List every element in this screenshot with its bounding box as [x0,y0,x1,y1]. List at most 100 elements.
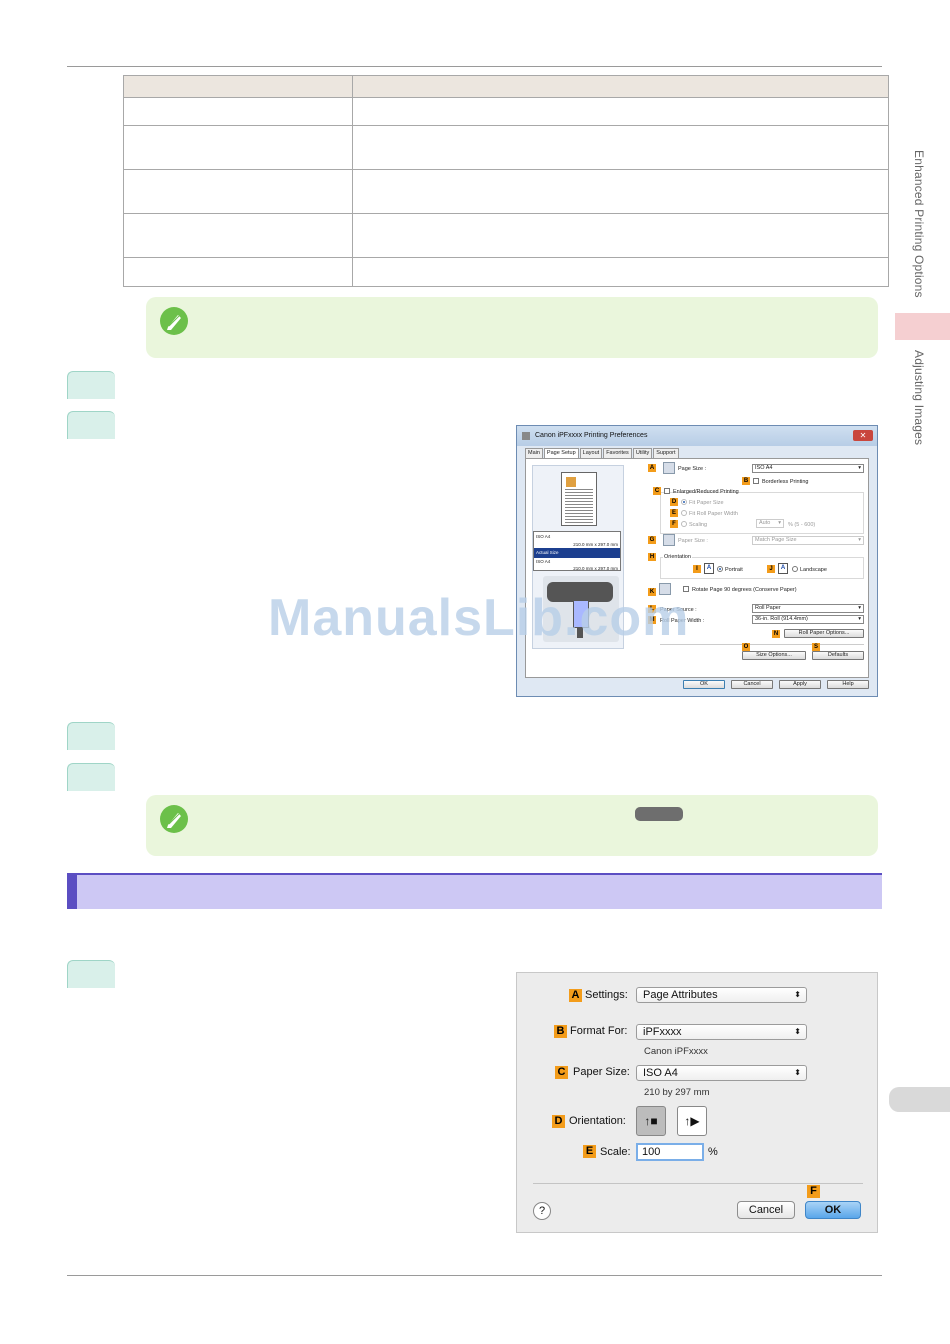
settings-popup[interactable]: Page Attributes ⬍ [636,987,807,1003]
ok-button[interactable]: OK [683,680,725,689]
printer-app-icon [522,432,530,440]
callout-s: S [812,643,820,651]
apply-button[interactable]: Apply [779,680,821,689]
fit-roll-width-radio[interactable] [681,510,687,516]
size-summary-actual: Actual Size [534,548,620,558]
section-header [67,873,882,909]
key-badge [635,807,683,821]
table-row [123,257,889,287]
updown-arrows-icon: ⬍ [794,1027,801,1036]
paper-size-label: Paper Size: [573,1066,630,1078]
preview-pane: ISO A4 210.0 mm x 297.0 mm Actual Size I… [532,465,624,649]
step-marker [67,411,115,439]
ok-button[interactable]: OK [805,1201,861,1219]
rotate-icon [659,583,671,595]
landscape-label: Landscape [800,567,827,573]
callout-a: A [569,989,582,1002]
side-page-tab [889,1087,950,1112]
fit-paper-size-radio[interactable] [681,499,687,505]
step-marker [67,763,115,791]
scale-label: Scale: [600,1146,631,1158]
landscape-icon: A [778,563,788,574]
dialog-title: Canon iPFxxxx Printing Preferences [535,432,648,439]
table-row [123,125,889,170]
table-row [123,169,889,214]
landscape-radio[interactable] [792,566,798,572]
paper-size-label: Paper Size : [678,538,708,544]
header-rule [67,66,882,67]
tab-main[interactable]: Main [525,448,543,458]
windows-printing-preferences-dialog: Canon iPFxxxx Printing Preferences ✕ Mai… [516,425,878,697]
paper-size-value: ISO A4 [643,1067,678,1079]
format-for-popup[interactable]: iPFxxxx ⬍ [636,1024,807,1040]
mac-page-setup-dialog: A Settings: Page Attributes ⬍ B Format F… [516,972,878,1233]
landscape-orientation-icon[interactable]: ↑▶ [677,1106,707,1136]
tab-utility[interactable]: Utility [632,448,653,458]
borderless-checkbox[interactable] [753,478,759,484]
paper-size-select[interactable]: Match Page Size [752,536,864,545]
table-row [123,213,889,258]
enlarged-checkbox[interactable] [664,488,670,494]
orientation-group [660,557,864,579]
enlarged-label: Enlarged/Reduced Printing [673,489,739,495]
tab-layout[interactable]: Layout [579,448,603,458]
paper-size-subtitle: 210 by 297 mm [644,1087,710,1098]
size-summary-dims: 210.0 mm x 297.0 mm [573,542,618,547]
page-preview [561,472,597,526]
callout-c: C [555,1066,568,1079]
scaling-spinner[interactable]: Auto [756,519,784,528]
note-box [146,297,878,358]
close-button[interactable]: ✕ [853,430,873,441]
callout-e: E [583,1145,596,1158]
callout-d: D [552,1115,565,1128]
portrait-icon: A [704,563,714,574]
side-tab-marker [895,313,950,340]
portrait-orientation-icon[interactable]: ↑■ [636,1106,666,1136]
rotate-checkbox[interactable] [683,586,689,592]
format-for-value: iPFxxxx [643,1026,682,1038]
size-summary-row: ISO A4 [536,559,551,564]
roll-paper-options-button[interactable]: Roll Paper Options... [784,629,864,638]
scale-input[interactable]: 100 [636,1143,704,1161]
callout-d: D [670,498,678,506]
callout-m: M [648,616,656,624]
callout-h: H [648,553,656,561]
defaults-button[interactable]: Defaults [812,651,864,660]
scaling-radio[interactable] [681,521,687,527]
callout-l: L [648,605,656,613]
size-options-button[interactable]: Size Options... [742,651,806,660]
paper-size-icon [663,534,675,546]
callout-b: B [742,477,750,485]
divider [533,1183,863,1184]
roll-width-select[interactable]: 36-in. Roll (914.4mm) [752,615,864,624]
format-for-subtitle: Canon iPFxxxx [644,1046,708,1057]
page-size-select[interactable]: ISO A4 [752,464,864,473]
enlarged-group [660,492,864,534]
cancel-button[interactable]: Cancel [737,1201,795,1219]
help-icon[interactable]: ? [533,1202,551,1220]
scale-unit: % [708,1146,718,1158]
step-marker [67,722,115,750]
side-label-adjusting: Adjusting Images [912,350,926,446]
settings-label: Settings: [585,989,628,1001]
updown-arrows-icon: ⬍ [794,990,801,999]
tab-page-setup[interactable]: Page Setup [543,448,579,458]
orientation-label: Orientation: [569,1115,626,1127]
updown-arrows-icon: ⬍ [794,1068,801,1077]
table-row [123,97,889,126]
note-box [146,795,878,856]
pencil-note-icon [160,307,188,335]
pencil-note-icon [160,805,188,833]
callout-n: N [772,630,780,638]
callout-c: C [653,487,661,495]
tab-favorites[interactable]: Favorites [603,448,632,458]
table-header-row [123,75,889,98]
tab-support[interactable]: Support [653,448,679,458]
paper-size-popup[interactable]: ISO A4 ⬍ [636,1065,807,1081]
cancel-button[interactable]: Cancel [731,680,773,689]
help-button[interactable]: Help [827,680,869,689]
source-select[interactable]: Roll Paper [752,604,864,613]
callout-o: O [742,643,750,651]
dialog-tabs: Main Page Setup Layout Favorites Utility… [525,448,680,458]
portrait-radio[interactable] [717,566,723,572]
